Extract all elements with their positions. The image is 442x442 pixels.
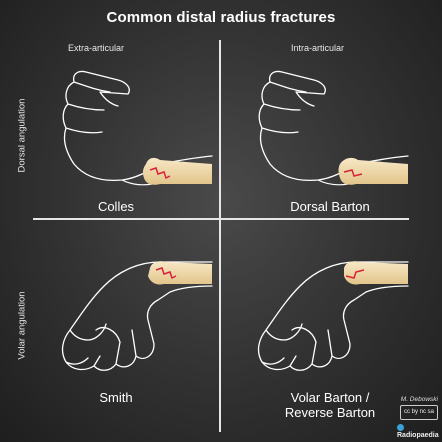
colles-panel-illustration xyxy=(62,70,213,186)
hand-icon xyxy=(257,261,409,371)
bone-icon xyxy=(148,261,212,285)
column-header-extra-articular: Extra-articular xyxy=(68,43,125,53)
label-smith: Smith xyxy=(99,390,133,405)
cc-license-icon: cc by nc sa xyxy=(400,405,438,420)
volar-barton-panel-illustration xyxy=(257,261,409,371)
diagram-title: Common distal radius fractures xyxy=(106,9,336,26)
label-dorsal-barton: Dorsal Barton xyxy=(290,199,370,214)
fracture-line-icon xyxy=(155,267,177,280)
hand-icon xyxy=(62,70,213,182)
column-header-intra-articular: Intra-articular xyxy=(291,43,345,53)
bone-icon xyxy=(338,157,408,185)
dorsal-barton-panel-illustration xyxy=(258,70,409,186)
hand-icon xyxy=(258,70,409,182)
bone-icon xyxy=(344,261,408,285)
bone-icon xyxy=(142,157,212,185)
horizontal-divider xyxy=(33,218,409,220)
fracture-line-icon xyxy=(345,269,365,279)
radiopaedia-logo-text: Radiopaedia xyxy=(397,432,439,439)
radiopaedia-logo: Radiopaedia xyxy=(397,424,442,439)
fracture-line-icon xyxy=(149,167,171,180)
label-colles: Colles xyxy=(97,199,135,214)
radiopaedia-logo-icon xyxy=(397,424,404,431)
author-credit: M. Debowski xyxy=(400,396,438,403)
fracture-line-icon xyxy=(343,169,363,177)
hand-icon xyxy=(61,261,213,371)
label-volar-barton-line2: Reverse Barton xyxy=(284,405,376,420)
label-volar-barton: Volar Barton / Reverse Barton xyxy=(260,390,400,420)
smith-panel-illustration xyxy=(61,261,213,371)
vertical-divider xyxy=(219,40,221,432)
label-volar-barton-line1: Volar Barton / xyxy=(290,390,370,405)
